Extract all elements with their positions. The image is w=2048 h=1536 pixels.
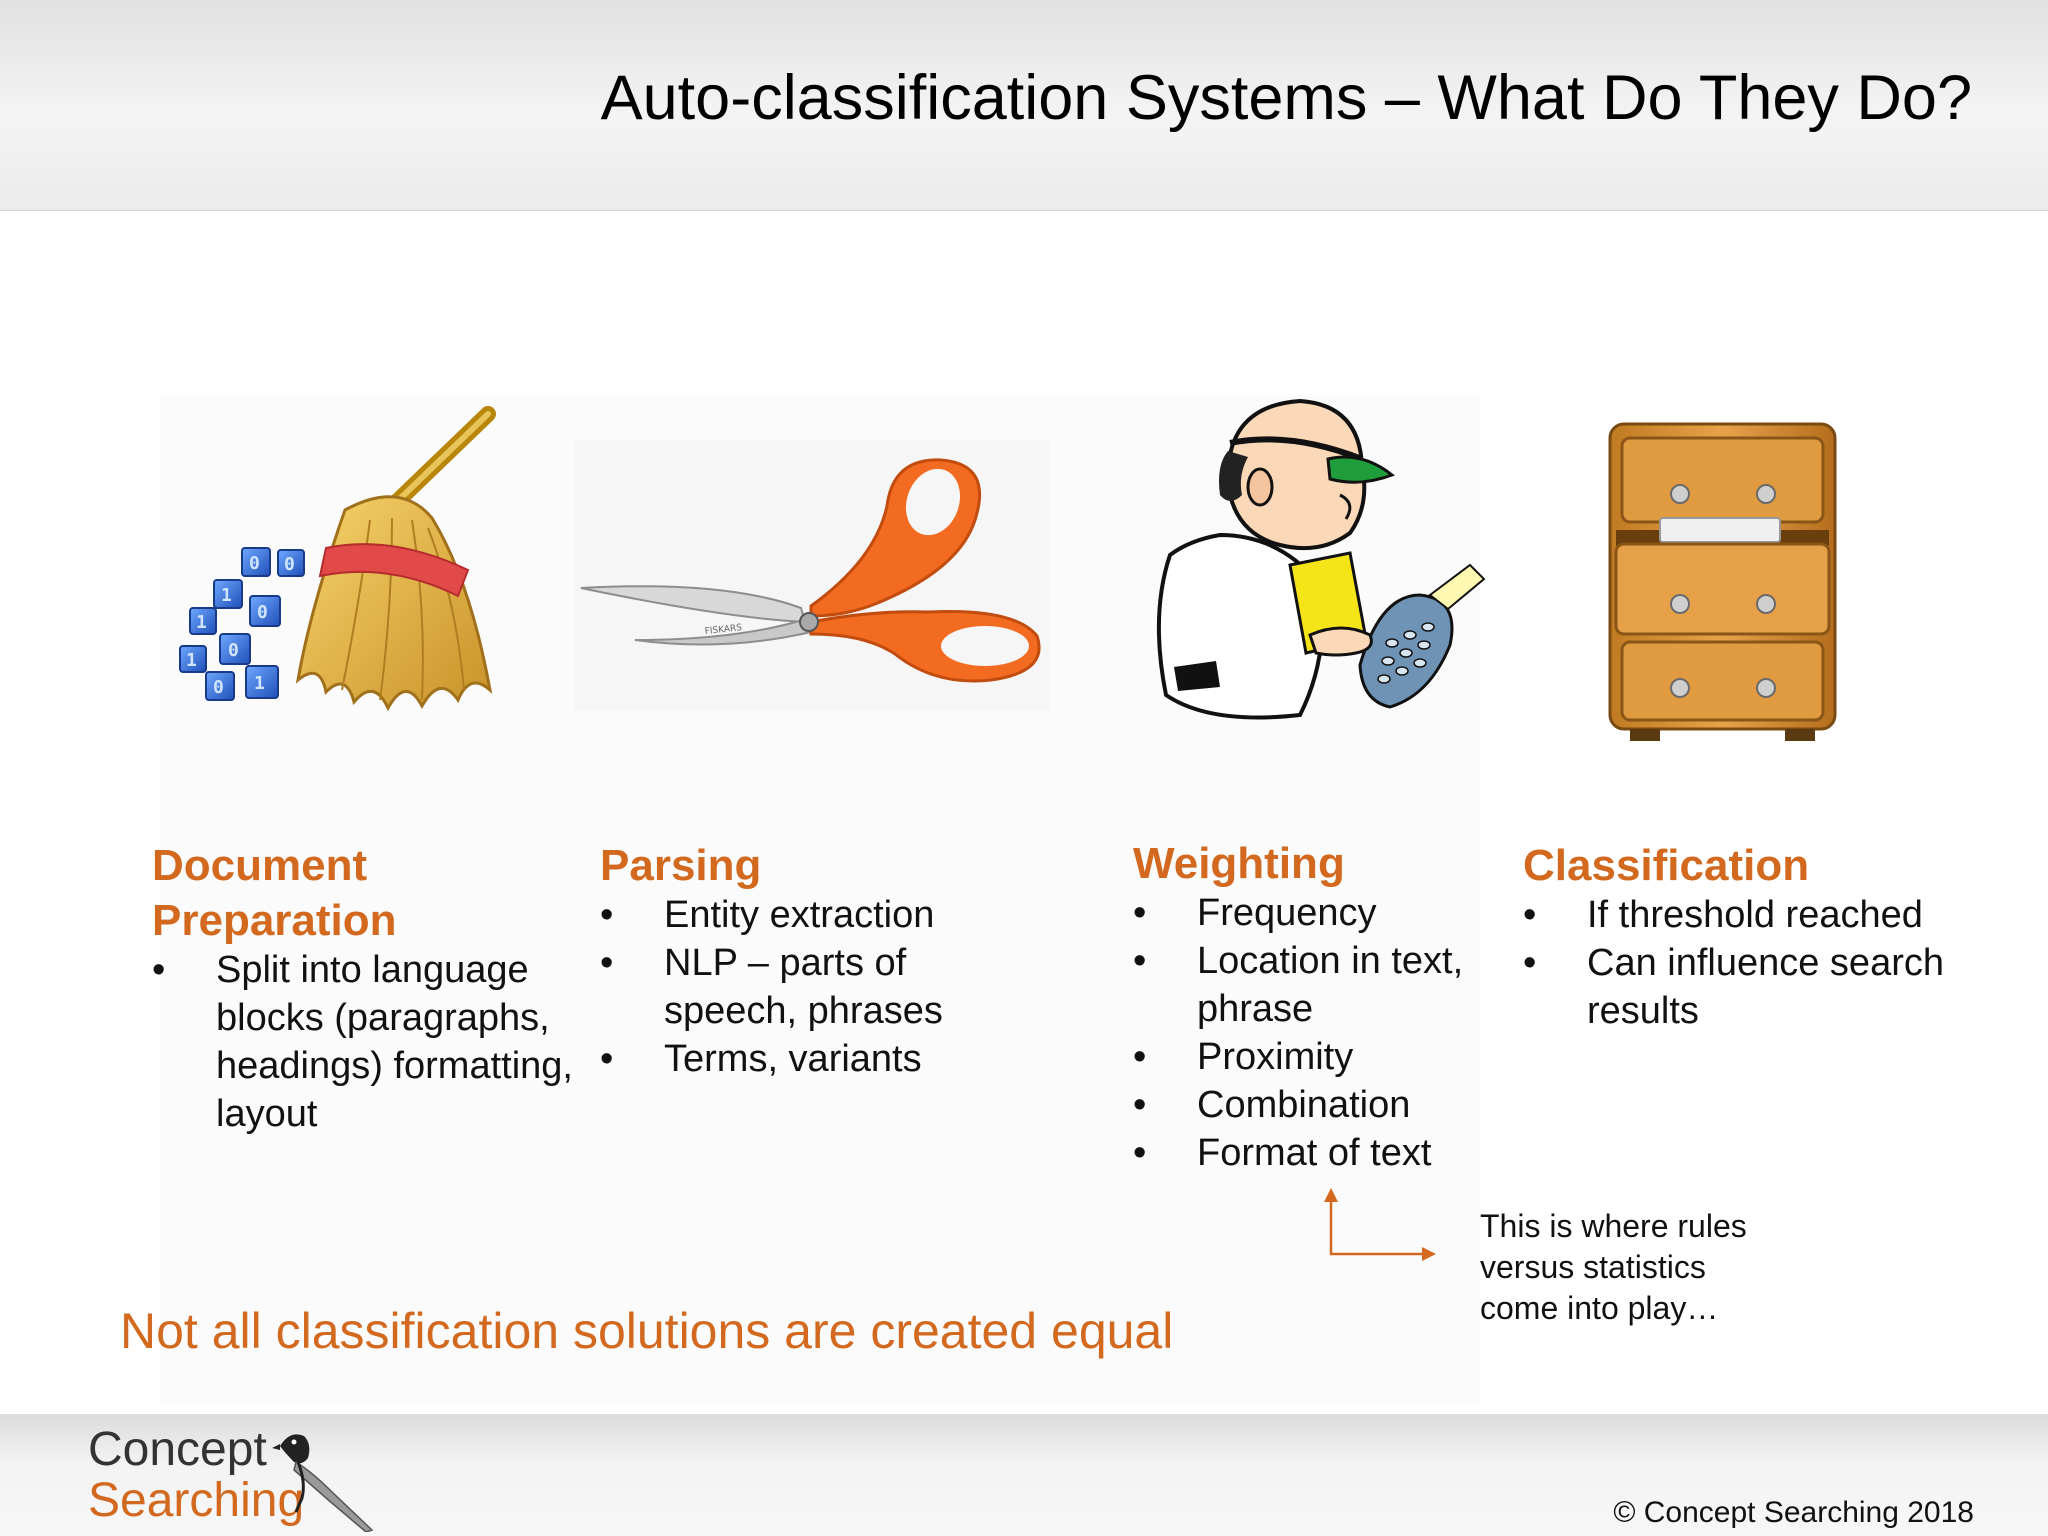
column-heading-weighting: Weighting [1133, 839, 1345, 888]
bullet-item: Entity extraction [600, 891, 1000, 939]
bullet-item: Format of text [1133, 1129, 1493, 1177]
note-line: come into play… [1480, 1290, 1719, 1326]
note-line: versus statistics [1480, 1249, 1706, 1285]
heading-line: Preparation [152, 896, 397, 945]
slide-header [0, 0, 2048, 211]
bullet-item: Proximity [1133, 1033, 1493, 1081]
bullet-item: Combination [1133, 1081, 1493, 1129]
bullet-item: Split into language blocks (paragraphs, … [152, 946, 612, 1138]
copyright-text: © Concept Searching 2018 [1613, 1496, 1974, 1529]
svg-text:1: 1 [254, 673, 265, 694]
bullet-item: Frequency [1133, 889, 1493, 937]
bullet-list-parsing: Entity extraction NLP – parts of speech,… [600, 891, 1000, 1083]
rules-vs-statistics-note: This is where rules versus statistics co… [1480, 1206, 1800, 1329]
bullet-list-document-preparation: Split into language blocks (paragraphs, … [152, 946, 612, 1138]
column-heading-document-preparation: Document Preparation [152, 838, 397, 948]
filing-cabinet-icon [1608, 422, 1837, 741]
svg-text:0: 0 [249, 553, 260, 574]
bullet-item: Can influence search results [1523, 939, 1983, 1035]
bullet-item: NLP – parts of speech, phrases [600, 939, 1000, 1035]
note-line: This is where rules [1480, 1208, 1747, 1244]
logo-text-searching: Searching [88, 1474, 305, 1527]
svg-text:0: 0 [284, 554, 295, 575]
bullet-list-weighting: Frequency Location in text, phrase Proxi… [1133, 889, 1493, 1177]
column-heading-classification: Classification [1523, 841, 1810, 890]
logo-text-concept: Concept [88, 1423, 267, 1476]
tagline: Not all classification solutions are cre… [120, 1303, 1174, 1359]
heading-line: Document [152, 841, 368, 890]
bullet-list-classification: If threshold reached Can influence searc… [1523, 891, 1983, 1035]
column-heading-parsing: Parsing [600, 841, 762, 890]
bullet-item: If threshold reached [1523, 891, 1983, 939]
bullet-item: Location in text, phrase [1133, 937, 1493, 1033]
slide-footer [0, 1414, 2048, 1536]
arrow-icon [1324, 1188, 1436, 1261]
scissors-icon: FISKARS [575, 440, 1050, 710]
calculator-man-icon [1156, 398, 1486, 720]
magpie-logo-icon [272, 1434, 374, 1532]
svg-text:FISKARS: FISKARS [704, 623, 743, 637]
bullet-item: Terms, variants [600, 1035, 1000, 1083]
svg-text:1: 1 [196, 612, 207, 633]
svg-text:1: 1 [186, 650, 197, 671]
svg-text:0: 0 [257, 602, 268, 623]
svg-text:0: 0 [213, 677, 224, 698]
slide-title: Auto-classification Systems – What Do Th… [600, 63, 1972, 133]
svg-text:0: 0 [228, 640, 239, 661]
svg-text:1: 1 [221, 585, 232, 606]
